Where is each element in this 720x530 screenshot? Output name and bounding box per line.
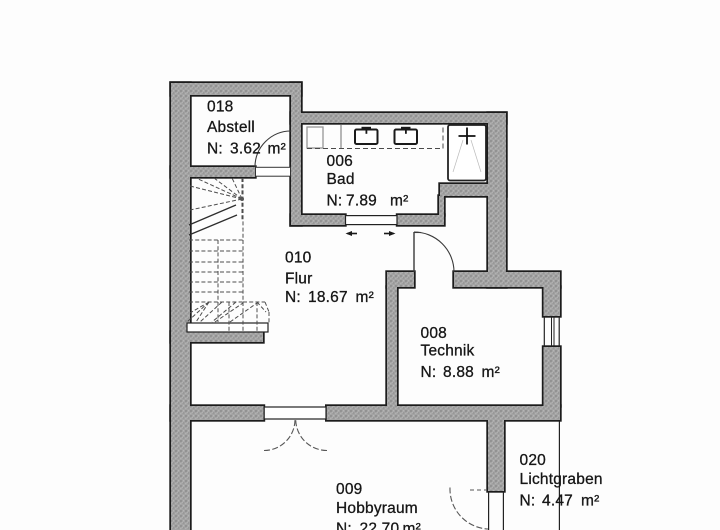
- svg-text:Abstell: Abstell: [207, 119, 255, 136]
- svg-text:Technik: Technik: [421, 343, 475, 360]
- svg-text:Hobbyraum: Hobbyraum: [336, 500, 418, 517]
- svg-text:Bad: Bad: [327, 171, 355, 188]
- svg-text:010: 010: [285, 250, 312, 267]
- svg-text:Flur: Flur: [285, 271, 313, 288]
- svg-text:018: 018: [207, 99, 233, 116]
- svg-text:009: 009: [336, 481, 362, 498]
- svg-text:020: 020: [520, 452, 547, 469]
- svg-text:Lichtgraben: Lichtgraben: [520, 471, 603, 488]
- svg-text:008: 008: [421, 325, 447, 342]
- svg-text:006: 006: [327, 153, 353, 170]
